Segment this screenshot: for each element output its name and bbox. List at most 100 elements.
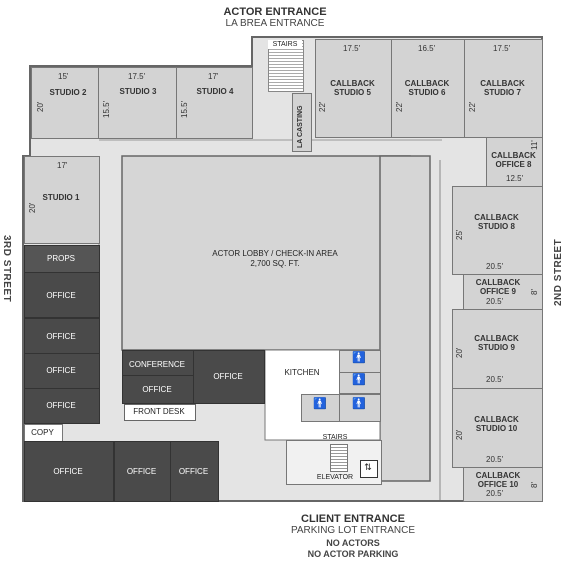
elevator-label: ELEVATOR (316, 474, 354, 481)
studio-4-width: 17' (208, 72, 219, 81)
callback-studio-9-label1: CALLBACK (474, 334, 519, 343)
callback-office-8-label2: OFFICE 8 (495, 160, 532, 169)
callback-office-9-label2: OFFICE 9 (479, 287, 516, 296)
office-left-4-label: OFFICE (46, 401, 76, 410)
office-bottom-1-label: OFFICE (53, 467, 83, 476)
callback-studio-9-room (452, 309, 543, 389)
studio-4-room (176, 67, 253, 139)
callback-office-9-room (463, 274, 543, 310)
studio-3-label: STUDIO 3 (119, 87, 157, 96)
lobby-area: 2,700 SQ. FT. (250, 259, 300, 268)
front-desk-label: FRONT DESK (133, 407, 185, 416)
callback-office-9-depth: 8' (530, 289, 539, 295)
studio-4-depth: 15.5' (180, 100, 189, 118)
la-casting-label: LA CASTING (297, 105, 304, 148)
studio-1-depth: 20' (28, 202, 37, 213)
callback-studio-7-label1: CALLBACK (480, 79, 525, 88)
third-street-label: 3RD STREET (1, 235, 12, 303)
second-street-label: 2ND STREET (553, 238, 564, 306)
actor-entrance-title: ACTOR ENTRANCE (223, 6, 327, 18)
callback-office-10-label1: CALLBACK (475, 471, 521, 480)
callback-studio-6-room (391, 39, 465, 138)
studio-1-room (24, 156, 100, 244)
person-icon: 🚹 (352, 352, 366, 364)
bottom-stairs (330, 444, 348, 472)
lobby-label: ACTOR LOBBY / CHECK-IN AREA (212, 249, 338, 258)
callback-studio-6-depth: 22' (395, 101, 404, 112)
studio-3-width: 17.5' (128, 72, 146, 81)
office-center-small (122, 375, 194, 404)
elevator (360, 460, 378, 478)
callback-studio-5-room (315, 39, 392, 138)
restroom-2 (339, 372, 381, 394)
callback-office-9-label1: CALLBACK (475, 278, 521, 287)
no-actor-parking-note: NO ACTOR PARKING (307, 549, 399, 559)
office-bottom-1 (24, 441, 114, 502)
office-center-small-label: OFFICE (142, 385, 172, 394)
callback-studio-8-label1: CALLBACK (474, 213, 519, 222)
bottom-stairs-label: STAIRS (322, 434, 348, 441)
callback-studio-5-width: 17.5' (343, 44, 361, 53)
callback-studio-8-width: 20.5' (486, 262, 504, 271)
callback-studio-7-depth: 22' (468, 101, 477, 112)
no-actors-note: NO ACTORS (326, 538, 380, 548)
callback-office-10-depth: 8' (530, 482, 539, 488)
office-bottom-3-label: OFFICE (178, 467, 209, 476)
studio-1-label: STUDIO 1 (42, 193, 80, 202)
client-entrance-subtitle: PARKING LOT ENTRANCE (290, 525, 416, 536)
person-icon: 🚹 (352, 374, 366, 386)
actor-entrance-subtitle: LA BREA ENTRANCE (225, 18, 325, 29)
callback-office-9-width: 20.5' (486, 297, 504, 306)
callback-studio-7-label2: STUDIO 7 (484, 88, 521, 97)
callback-studio-9-width: 20.5' (486, 375, 504, 384)
top-stairs-label: STAIRS (268, 40, 302, 49)
studio-1-width: 17' (57, 161, 68, 170)
callback-studio-7-width: 17.5' (493, 44, 511, 53)
callback-studio-6-label2: STUDIO 6 (408, 88, 446, 97)
callback-studio-8-room (452, 186, 543, 275)
props-room (24, 245, 100, 273)
callback-studio-8-label2: STUDIO 8 (478, 222, 515, 231)
office-left-1-label: OFFICE (46, 291, 76, 300)
office-left-3-label: OFFICE (46, 366, 76, 375)
callback-studio-10-label2: STUDIO 10 (475, 424, 518, 433)
front-desk (124, 404, 196, 421)
callback-studio-9-depth: 20' (455, 347, 464, 358)
restroom-4 (339, 394, 381, 422)
props-label: PROPS (46, 254, 75, 263)
callback-office-8-label1: CALLBACK (491, 151, 536, 160)
la-casting-room (292, 93, 312, 152)
studio-2-room (31, 67, 99, 139)
office-left-1 (24, 272, 100, 318)
studio-3-depth: 15.5' (102, 100, 111, 118)
callback-studio-10-depth: 20' (455, 429, 464, 440)
person-icon: 🚹 (313, 398, 327, 410)
elevator-icon: ⇅ (364, 462, 372, 472)
callback-studio-5-depth: 22' (318, 101, 327, 112)
office-left-2-label: OFFICE (46, 332, 76, 341)
office-center-large (193, 350, 265, 404)
callback-studio-6-label1: CALLBACK (404, 79, 450, 88)
callback-office-10-width: 20.5' (486, 489, 504, 498)
callback-studio-5-label1: CALLBACK (330, 79, 375, 88)
conference-label: CONFERENCE (128, 360, 185, 369)
callback-office-10-room (463, 467, 543, 502)
studio-2-width: 15' (58, 72, 69, 81)
callback-studio-10-room (452, 388, 543, 468)
callback-studio-6-width: 16.5' (418, 44, 436, 53)
office-bottom-2 (114, 441, 171, 502)
office-bottom-3 (170, 441, 219, 502)
callback-studio-10-width: 20.5' (486, 455, 504, 464)
office-bottom-2-label: OFFICE (126, 467, 157, 476)
callback-studio-10-label1: CALLBACK (474, 415, 519, 424)
studio-2-depth: 20' (36, 101, 45, 112)
client-entrance-title: CLIENT ENTRANCE (301, 513, 405, 525)
studio-4-label: STUDIO 4 (196, 87, 234, 96)
callback-studio-9-label2: STUDIO 9 (478, 343, 515, 352)
callback-office-8-width: 12.5' (506, 174, 524, 183)
callback-office-8-depth: 11' (530, 140, 539, 150)
callback-studio-7-room (464, 39, 543, 138)
callback-studio-5-label2: STUDIO 5 (334, 88, 371, 97)
office-center-large-label: OFFICE (213, 372, 243, 381)
person-icon: 🚹 (352, 398, 366, 410)
